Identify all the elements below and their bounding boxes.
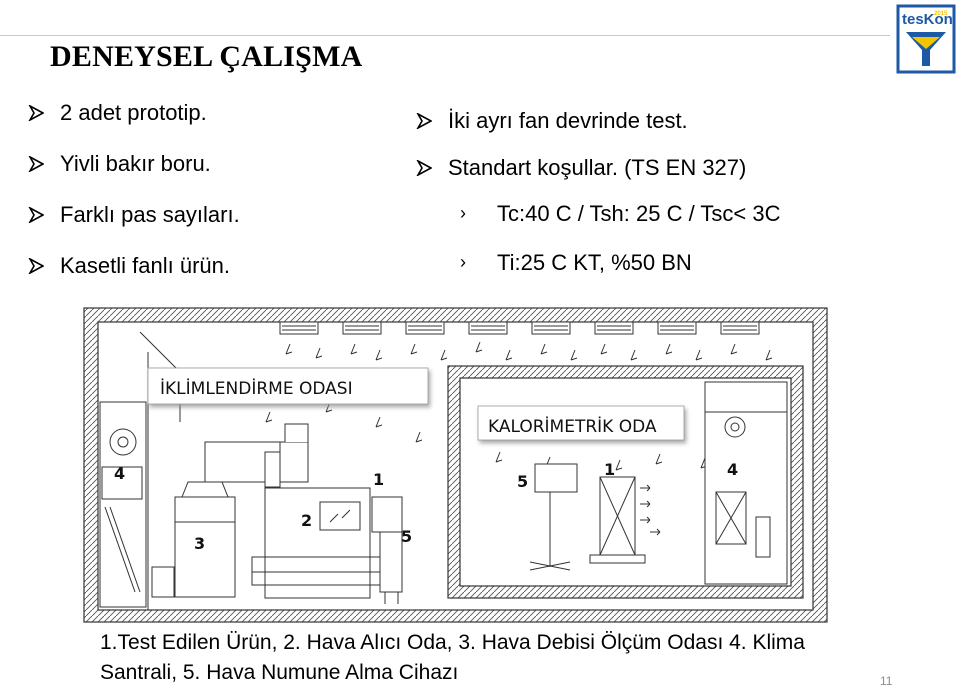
marker-4-left: 4 <box>114 464 125 483</box>
list-item-text: Standart koşullar. (TS EN 327) <box>448 155 747 180</box>
air-receiving-chamber <box>251 487 383 599</box>
marker-4-right: 4 <box>727 460 738 479</box>
slide-title: DENEYSEL ÇALIŞMA <box>50 40 363 73</box>
caption-line-2: Santrali, 5. Hava Numune Alma Cihazı <box>100 661 459 684</box>
list-item-text: Farklı pas sayıları. <box>60 202 240 227</box>
room-label-climate-text: İKLİMLENDİRME ODASI <box>160 378 353 399</box>
marker-2: 2 <box>301 511 312 530</box>
list-item: Yivli bakır boru. <box>22 151 240 177</box>
list-item: İki ayrı fan devrinde test. <box>410 108 746 134</box>
left-bullet-list: 2 adet prototip. Yivli bakır boru. Farkl… <box>22 100 240 304</box>
arrowhead-bullet-icon <box>416 160 432 176</box>
list-item-text: Ti:25 C KT, %50 BN <box>497 250 692 275</box>
test-setup-diagram: İKLİMLENDİRME ODASI KALORİMETRİK ODA 4 3… <box>83 307 828 623</box>
caption-line-1: 1.Test Edilen Ürün, 2. Hava Alıcı Oda, 3… <box>100 631 805 654</box>
marker-1-right: 1 <box>604 460 615 479</box>
room-label-calorimetric-text: KALORİMETRİK ODA <box>488 416 657 437</box>
sampling-device <box>529 463 578 571</box>
list-item: Kasetli fanlı ürün. <box>22 253 240 279</box>
list-item: Farklı pas sayıları. <box>22 202 240 228</box>
left-air-handler <box>99 331 181 610</box>
list-item-text: 2 adet prototip. <box>60 100 207 125</box>
chevron-bullet-icon: › <box>460 203 466 223</box>
list-item: › Tc:40 C / Tsh: 25 C / Tsc< 3C <box>460 201 780 227</box>
arrowhead-bullet-icon <box>28 105 44 121</box>
page-number: 11 <box>880 674 893 688</box>
indoor-unit <box>589 476 646 564</box>
arrowhead-bullet-icon <box>28 207 44 223</box>
list-item-text: Tc:40 C / Tsh: 25 C / Tsc< 3C <box>497 201 781 226</box>
ceiling-vents <box>279 321 760 335</box>
diagram-caption: 1.Test Edilen Ürün, 2. Hava Alıcı Oda, 3… <box>100 628 840 688</box>
list-item-text: Yivli bakır boru. <box>60 151 211 176</box>
marker-5-right: 5 <box>517 472 528 491</box>
header-rule <box>0 35 890 36</box>
list-item: › Ti:25 C KT, %50 BN <box>460 250 780 276</box>
test-unit <box>371 496 403 604</box>
marker-5-left: 5 <box>401 527 412 546</box>
teskon-logo: tesKon 2015 <box>896 4 956 74</box>
airflow-arrows <box>235 341 773 536</box>
arrowhead-bullet-icon <box>28 258 44 274</box>
right-bullet-list: İki ayrı fan devrinde test. Standart koş… <box>410 108 746 202</box>
arrowhead-bullet-icon <box>416 113 432 129</box>
chevron-bullet-icon: › <box>460 252 466 272</box>
room-label-calorimetric: KALORİMETRİK ODA <box>477 405 685 441</box>
right-air-handler <box>704 381 788 585</box>
logo-year: 2015 <box>934 11 948 17</box>
sub-bullet-list: › Tc:40 C / Tsh: 25 C / Tsc< 3C › Ti:25 … <box>460 201 780 299</box>
main-duct <box>264 423 309 488</box>
arrowhead-bullet-icon <box>28 156 44 172</box>
list-item-text: Kasetli fanlı ürün. <box>60 253 230 278</box>
list-item: Standart koşullar. (TS EN 327) <box>410 155 746 181</box>
marker-3: 3 <box>194 534 205 553</box>
list-item: 2 adet prototip. <box>22 100 240 126</box>
logo-text: tesKon <box>902 11 953 28</box>
list-item-text: İki ayrı fan devrinde test. <box>448 108 688 133</box>
room-label-climate: İKLİMLENDİRME ODASI <box>147 367 429 405</box>
marker-1-left: 1 <box>373 470 384 489</box>
